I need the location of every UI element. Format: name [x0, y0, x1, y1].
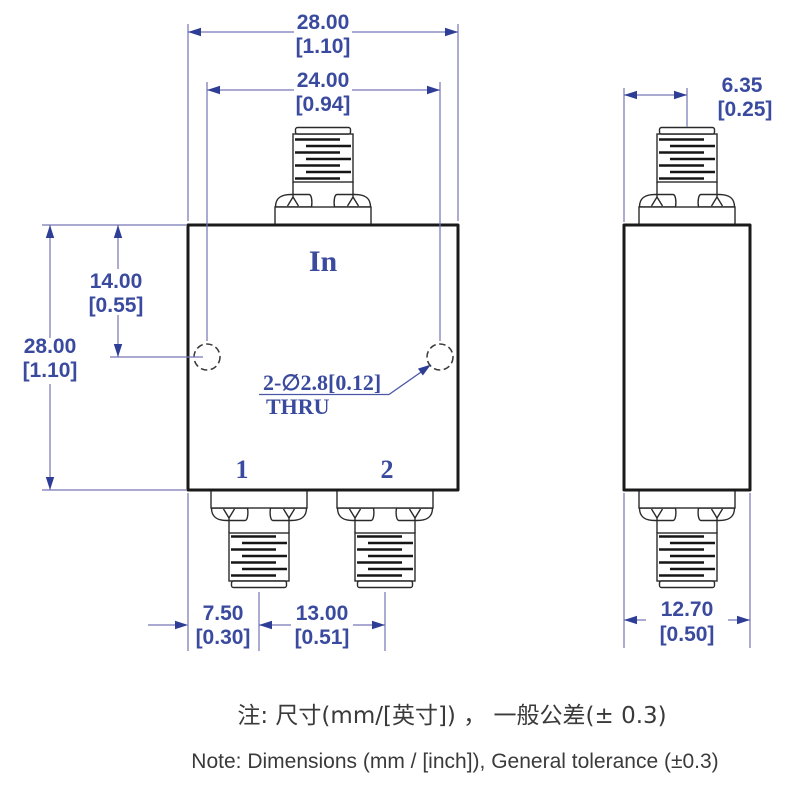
note-chinese: 注: 尺寸(mm/[英寸]) ， 一般公差(± 0.3)	[237, 703, 666, 729]
hole-callout-leader	[259, 365, 430, 396]
note-english: Note: Dimensions (mm / [inch]), General …	[191, 750, 718, 773]
port1-label: 1	[236, 455, 249, 484]
side-body	[622, 223, 752, 492]
notes: 注: 尺寸(mm/[英寸]) ， 一般公差(± 0.3) Note: Dimen…	[191, 703, 718, 773]
port2-label: 2	[381, 455, 394, 484]
dim-connector-offset-mm: 6.35	[722, 74, 763, 97]
dim-connector-offset: 6.35 [0.25]	[623, 74, 773, 222]
dim-hole-offset-mm: 14.00	[90, 270, 143, 293]
dim-hole-span-in: [0.94]	[296, 93, 351, 116]
dim-front-width-mm: 28.00	[297, 11, 350, 34]
dim-depth-mm: 12.70	[661, 598, 714, 621]
dim-front-height-mm: 28.00	[24, 335, 77, 358]
dim-hole-offset-in: [0.55]	[89, 294, 144, 317]
sma-connector-side-top	[637, 126, 737, 227]
dim-port1-offset-mm: 7.50	[203, 602, 244, 625]
sma-connector-port2	[335, 488, 435, 589]
dim-hole-offset: 14.00 [0.55]	[89, 225, 203, 358]
dim-port-pitch-mm: 13.00	[296, 602, 349, 625]
dim-front-height-in: [1.10]	[23, 359, 78, 382]
sma-connector-side-bottom	[637, 488, 737, 589]
dim-hole-span: 24.00 [0.94]	[206, 69, 441, 341]
front-body	[186, 223, 460, 492]
hole-callout: 2-∅2.8[0.12] THRU	[259, 361, 434, 419]
side-view: 6.35 [0.25] 12.70 [0.50]	[622, 74, 773, 648]
sma-connector-port1	[209, 488, 309, 589]
dim-port1-offset-in: [0.30]	[196, 626, 251, 649]
dim-front-height: 28.00 [1.10]	[23, 224, 186, 491]
mounting-hole-right	[426, 343, 454, 371]
hole-callout-text: 2-∅2.8[0.12]	[263, 370, 381, 395]
dim-depth-in: [0.50]	[660, 623, 715, 646]
dim-depth: 12.70 [0.50]	[623, 493, 751, 648]
dim-hole-span-mm: 24.00	[297, 69, 350, 92]
dim-port-pitch-in: [0.51]	[295, 626, 350, 649]
dim-front-width: 28.00 [1.10]	[187, 11, 459, 221]
sma-connector-input	[273, 126, 373, 227]
front-view: In 1 2 2-∅2.8[0.12] THRU 28.00 [1.10] 24…	[23, 11, 460, 651]
dim-port-positions: 7.50 [0.30] 13.00 [0.51]	[148, 493, 386, 651]
hole-callout-thru-text: THRU	[266, 394, 330, 419]
input-port-label: In	[309, 245, 338, 278]
dim-connector-offset-in: [0.25]	[718, 98, 773, 121]
dim-front-width-in: [1.10]	[296, 35, 351, 58]
